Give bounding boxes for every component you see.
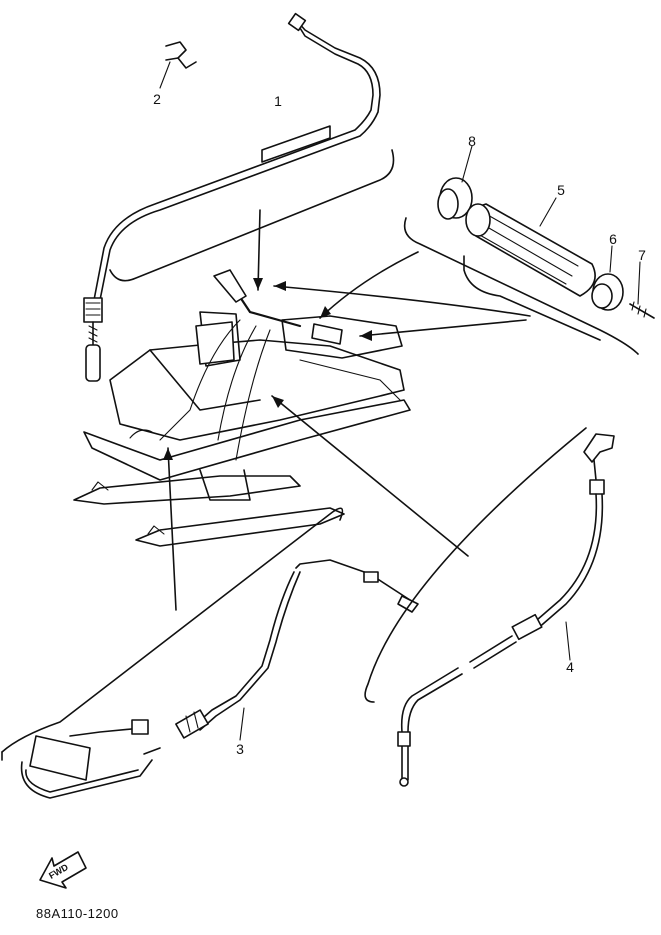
callout-3: 3 [236,741,244,757]
arrowhead-part-4 [272,396,284,408]
arrowhead-grip-right [360,330,372,341]
callout-6: 6 [609,231,617,247]
arrowhead-collar [320,306,331,318]
arrow-part-1 [257,209,261,291]
leader-part-5 [539,197,557,227]
leader-part-6 [609,245,613,273]
callout-4: 4 [566,659,574,675]
arrowhead-part-3 [163,448,173,460]
arrowhead-part-1 [253,278,263,290]
part-1-throttle-cable [83,12,395,382]
grip-assembly [403,177,655,355]
leader-part-7 [637,261,641,305]
callout-5: 5 [557,182,565,198]
arrow-part-4 [271,395,469,557]
arrowhead-grip-left [274,281,286,291]
leader-part-8 [461,145,473,183]
callout-2: 2 [153,91,161,107]
arrow-grip-right [359,319,527,337]
arrow-collar [319,251,419,319]
leader-part-3 [239,707,245,741]
callout-1: 1 [274,93,282,109]
callout-7: 7 [638,247,646,263]
part-3-choke-cable [1,507,419,799]
callout-8: 8 [468,133,476,149]
arrow-grip-left [273,285,531,317]
diagram-code: 88A110-1200 [36,906,119,921]
leader-part-2 [159,61,171,89]
leader-part-4 [565,621,571,661]
snowmobile-body [73,269,411,547]
part-4-cable [364,427,615,787]
arrow-part-3 [167,447,177,611]
forward-arrow-icon: FWD [39,851,87,889]
part-2-clip [165,41,197,69]
